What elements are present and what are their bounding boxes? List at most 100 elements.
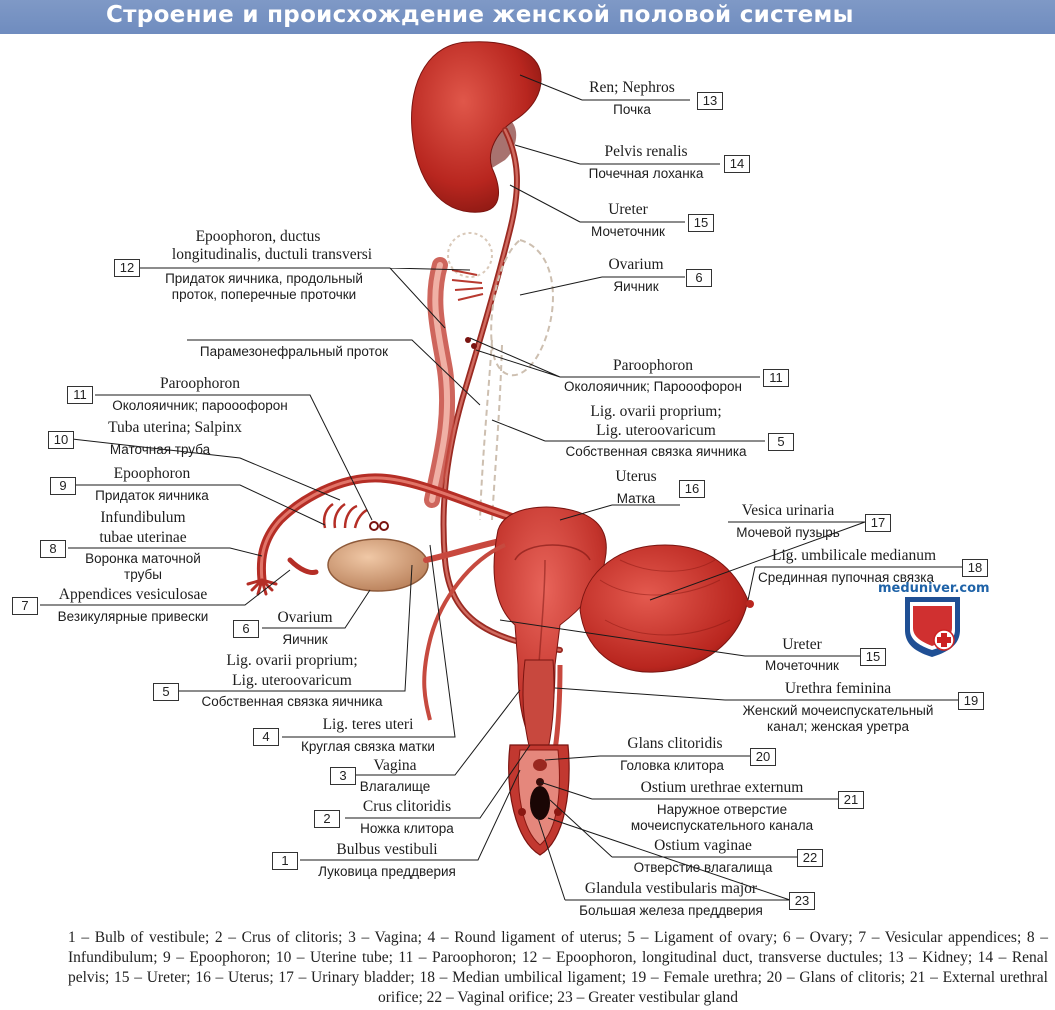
label-19-latin: Urethra feminina	[784, 680, 892, 697]
page-title: Строение и происхождение женской половой…	[106, 2, 854, 28]
label-9-russian: Придаток яичника	[95, 488, 209, 503]
label-15b-latin: Ureter	[782, 636, 822, 653]
ovary	[327, 538, 429, 592]
label-6b-russian: Яичник	[282, 632, 328, 647]
vestibule	[508, 744, 570, 856]
label-3-russian: Влагалище	[359, 779, 431, 794]
label-4-latin: Lig. teres uteri	[322, 716, 414, 733]
label-8-latin-2: tubae uterinae	[99, 529, 187, 546]
number-box-5b: 5	[153, 683, 179, 701]
label-20-russian: Головка клитора	[620, 758, 724, 773]
label-6b-latin: Ovarium	[277, 609, 333, 626]
label-23-russian: Большая железа преддверия	[579, 903, 763, 918]
meduniver-logo	[905, 597, 960, 657]
label-15b-russian: Мочеточник	[765, 658, 839, 673]
number-box-18: 18	[962, 559, 988, 577]
label-2-russian: Ножка клитора	[360, 821, 454, 836]
number-box-20: 20	[750, 748, 776, 766]
label-20-latin: Glans clitoridis	[627, 735, 723, 752]
label-11b-latin: Paroophoron	[159, 375, 241, 392]
number-box-15b: 15	[860, 648, 886, 666]
vagina	[522, 659, 555, 751]
label-7-russian: Везикулярные привески	[57, 609, 209, 624]
label-2-latin: Crus clitoridis	[362, 798, 452, 815]
label-12-russian-1: Придаток яичника, продольный	[165, 271, 363, 286]
label-5a-latin-2: Lig. uteroovaricum	[596, 422, 716, 439]
label-19-russian-1: Женский мочеиспускательный	[742, 703, 934, 718]
label-14-russian: Почечная лоханка	[588, 166, 704, 181]
number-box-14: 14	[724, 155, 750, 173]
epoophoron-upper	[424, 232, 493, 508]
number-box-6a: 6	[686, 269, 712, 287]
label-10-russian: Маточная труба	[109, 442, 211, 457]
label-17-russian: Мочевой пузырь	[736, 525, 840, 540]
label-11b-russian: Околояичник; парооофорон	[112, 398, 288, 413]
label-12-latin-1: Epoophoron, ductus	[195, 228, 321, 245]
label-8-russian-2: трубы	[124, 567, 162, 582]
kidney	[411, 41, 542, 213]
number-box-4: 4	[253, 728, 279, 746]
number-box-22: 22	[797, 849, 823, 867]
number-box-5a: 5	[768, 433, 794, 451]
label-18-latin: Lig. umbilicale medianum	[772, 547, 936, 564]
number-box-16: 16	[679, 480, 705, 498]
label-4-russian: Круглая связка матки	[301, 739, 435, 754]
number-box-12: 12	[114, 259, 140, 277]
title-banner: Строение и происхождение женской половой…	[0, 0, 1055, 34]
number-box-7: 7	[12, 597, 38, 615]
number-box-23: 23	[789, 892, 815, 910]
number-box-2: 2	[314, 810, 340, 828]
number-box-1: 1	[272, 852, 298, 870]
number-box-8: 8	[40, 540, 66, 558]
label-15a-russian: Мочеточник	[591, 224, 665, 239]
label-21-russian-2: мочеиспускательного канала	[630, 818, 814, 833]
label-16-russian: Матка	[616, 491, 656, 506]
label-1-latin: Bulbus vestibuli	[336, 841, 438, 858]
label-18-russian: Срединная пупочная связка	[758, 570, 934, 585]
label-14-latin: Pelvis renalis	[604, 143, 688, 160]
leader-lines	[40, 74, 962, 901]
label-21-russian-1: Наружное отверстие	[656, 802, 788, 817]
label-7-latin: Appendices vesiculosae	[58, 586, 208, 603]
label-1-russian: Луковица преддверия	[318, 864, 456, 879]
label-6a-latin: Ovarium	[608, 256, 664, 273]
label-6a-russian: Яичник	[613, 279, 659, 294]
uterine-tube	[246, 473, 525, 596]
number-box-11b: 11	[67, 386, 93, 404]
label-13-latin: Ren; Nephros	[589, 79, 675, 96]
figure-caption: 1 – Bulb of vestibule; 2 – Crus of clito…	[68, 929, 1048, 1006]
label-5b-latin-2: Lig. uteroovaricum	[232, 672, 352, 689]
label-16-latin: Uterus	[615, 468, 657, 485]
label-8-latin-1: Infundibulum	[100, 509, 186, 526]
label-12-russian-2: проток, поперечные проточки	[171, 287, 357, 302]
number-box-21: 21	[838, 791, 864, 809]
label-15a-latin: Ureter	[608, 201, 648, 218]
label-19-russian-2: канал; женская уретра	[767, 719, 909, 734]
developmental-outline	[479, 238, 554, 521]
label-8-russian-1: Воронка маточной	[85, 551, 201, 566]
number-box-6b: 6	[233, 620, 259, 638]
watermark-text: meduniver.com	[878, 581, 990, 596]
label-23-latin: Glandula vestibularis major	[584, 880, 758, 897]
label-13-russian: Почка	[613, 102, 651, 117]
number-box-19: 19	[958, 692, 984, 710]
label-11a-latin: Paroophoron	[612, 357, 694, 374]
label-22-russian: Отверстие влагалища	[633, 860, 773, 875]
label-22-latin: Ostium vaginae	[654, 837, 752, 854]
label-3-latin: Vagina	[373, 757, 417, 774]
label-5a-russian: Собственная связка яичника	[565, 444, 747, 459]
number-box-17: 17	[865, 514, 891, 532]
number-box-9: 9	[50, 477, 76, 495]
number-box-11a: 11	[763, 369, 789, 387]
label-10-latin: Tuba uterina; Salpinx	[108, 419, 242, 436]
label-5b-russian: Собственная связка яичника	[201, 694, 383, 709]
number-box-3: 3	[330, 767, 356, 785]
label-17-latin: Vesica urinaria	[741, 502, 835, 519]
number-box-15a: 15	[688, 214, 714, 232]
label-5a-latin-1: Lig. ovarii proprium;	[590, 403, 722, 420]
label-paramesonephric-duct: Парамезонефральный проток	[199, 344, 389, 359]
label-11a-russian: Околояичник; Парооофорон	[564, 379, 742, 394]
number-box-10: 10	[48, 431, 74, 449]
label-9-latin: Epoophoron	[113, 465, 191, 482]
